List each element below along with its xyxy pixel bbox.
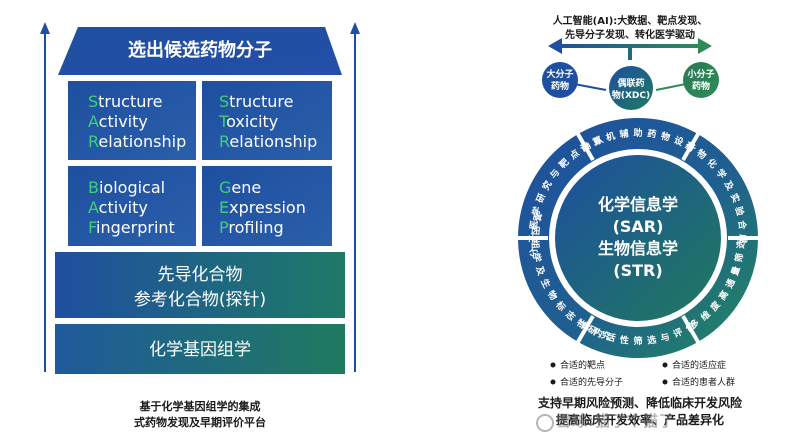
cell-line: Relationship [88,132,186,151]
ring-label-char: 活 [605,330,617,344]
ring-label-char: 辅 [619,127,630,140]
cell-line: Profiling [219,218,284,237]
left-caption-line-2: 式药物发现及早期评价平台 [134,416,266,429]
watermark-icon [536,414,554,432]
ai-double-arrow [548,38,712,60]
lead-line-2: 参考化合物(探针) [134,290,266,310]
center-line-4: (STR) [613,261,662,280]
right-caption-line-2: 提高临床开发效率、产品差异化 [555,413,724,427]
ring-separator [681,314,701,344]
big-molecule-node: 大分子 药物 [542,62,578,98]
conjugate-node: 偶联药 物(XDC) [609,66,653,110]
ring-label-char: 研 [586,324,599,338]
outcome-lead: 合适的先导分子 [560,376,623,388]
right-caption: 支持早期风险预测、降低临床开发风险 提高临床开发效率、产品差异化 [510,395,770,429]
ring-label-char: 研 [535,192,549,205]
cell-str: Structure Toxicity Relationship [218,92,317,151]
ring-label-char: 内 [592,326,605,341]
outcome-patients: 合适的患者人群 [672,376,735,388]
outcome-list: 合适的靶点 合适的先导分子 合适的适应症 合适的患者人群 [550,359,735,388]
cell-baf: Biological Activity Fingerprint [88,178,175,237]
cell-line: Structure [88,92,162,111]
ring-label-char: 究 [600,329,612,343]
ring-label-char: 量 [729,265,743,277]
ring-label-char: 成 [737,234,749,243]
center-disc [555,155,721,321]
ring-label-char: 子 [528,234,539,243]
ring-label-char: 分 [527,247,540,258]
center-line-2: (SAR) [613,217,664,236]
connector-left [573,83,607,91]
ring-label-char: 筛 [633,335,642,347]
ring-separator [575,314,595,344]
ring-label-char: 筛 [732,252,745,263]
ring-separator [681,132,701,162]
connector-right [655,83,687,91]
cell-gep: Gene Expression Profiling [219,178,306,237]
ring-label-char: 因 [529,226,541,236]
ring-label-char: 助 [633,127,642,139]
center-line-1: 化学信息学 [598,195,678,214]
ai-title-line-1: 人工智能(AI):大数据、靶点发现、 [553,14,708,27]
ring-label-char: 选 [735,239,748,249]
cell-line: Activity [88,198,148,217]
cell-line: Fingerprint [88,218,175,237]
outcome-indication: 合适的适应症 [672,359,726,371]
ring-label-char: 与 [659,330,671,344]
right-side-arrow [350,22,360,372]
lead-line-1: 先导化合物 [158,265,243,285]
cell-line: Relationship [219,132,317,151]
ring-label-char: 学 [530,205,544,217]
ring-label-char: 医 [528,220,540,230]
roof-shape [58,27,342,75]
cell-line: Activity [88,112,148,131]
left-caption: 基于化学基因组学的集成 式药物发现及早期评价平台 [100,399,300,431]
center-line-3: 生物信息学 [598,239,678,258]
ring-label-char: 选 [646,334,657,347]
cell-sar-bg [68,81,196,160]
small-molecule-node: 小分子 药物 [683,62,719,98]
conjugate-line-2: 物(XDC) [612,89,650,101]
cell-gep-bg [202,166,332,246]
watermark: 雪球:猫了个猫了 [556,412,675,430]
cell-line: Expression [219,198,306,217]
ring-separators [517,132,759,344]
ring-label-char: 实 [728,192,743,205]
ring-label-char: 性 [619,334,630,347]
ring-label-char: 评 [671,326,684,341]
conjugate-line-1: 偶联药 [617,77,644,89]
left-caption-line-1: 基于化学基因组学的集成 [139,400,261,413]
chemical-genomics-label: 化学基因组学 [149,340,251,360]
ring-separator [575,132,595,162]
ring-label-char: 验 [733,205,747,218]
roof-title: 选出候选药物分子 [128,39,272,61]
ring-label-char: 合 [736,220,749,231]
outcome-target: 合适的靶点 [560,359,605,371]
chemical-genomics-block [55,324,345,374]
small-molecule-line-2: 药物 [692,80,710,92]
cell-sar: Structure Activity Relationship [88,92,186,151]
ring-label-char: 药 [647,127,658,140]
ring-label-char: 基 [530,210,544,223]
ring-label-char: 组 [529,239,542,249]
cell-str-bg [202,81,332,160]
ring-label-char: 物 [660,130,672,144]
cell-line: Gene [219,178,261,197]
ring-label-char: 学 [530,252,543,263]
big-molecule-line-1: 大分子 [546,68,573,80]
big-molecule-line-2: 药物 [551,80,569,92]
ring-label-char: 算 [591,134,604,149]
cell-line: Toxicity [218,112,278,131]
cell-baf-bg [68,166,196,246]
ring-label-char: 机 [605,130,617,144]
lead-compound-block [55,252,345,318]
left-side-arrow [40,22,50,372]
ai-title-line-2: 先导分子发现、转化医学驱动 [565,28,695,41]
small-molecule-line-1: 小分子 [686,68,714,80]
cell-line: Biological [88,178,165,197]
cell-line: Structure [219,92,293,111]
right-caption-line-1: 支持早期风险预测、降低临床开发风险 [537,396,742,410]
